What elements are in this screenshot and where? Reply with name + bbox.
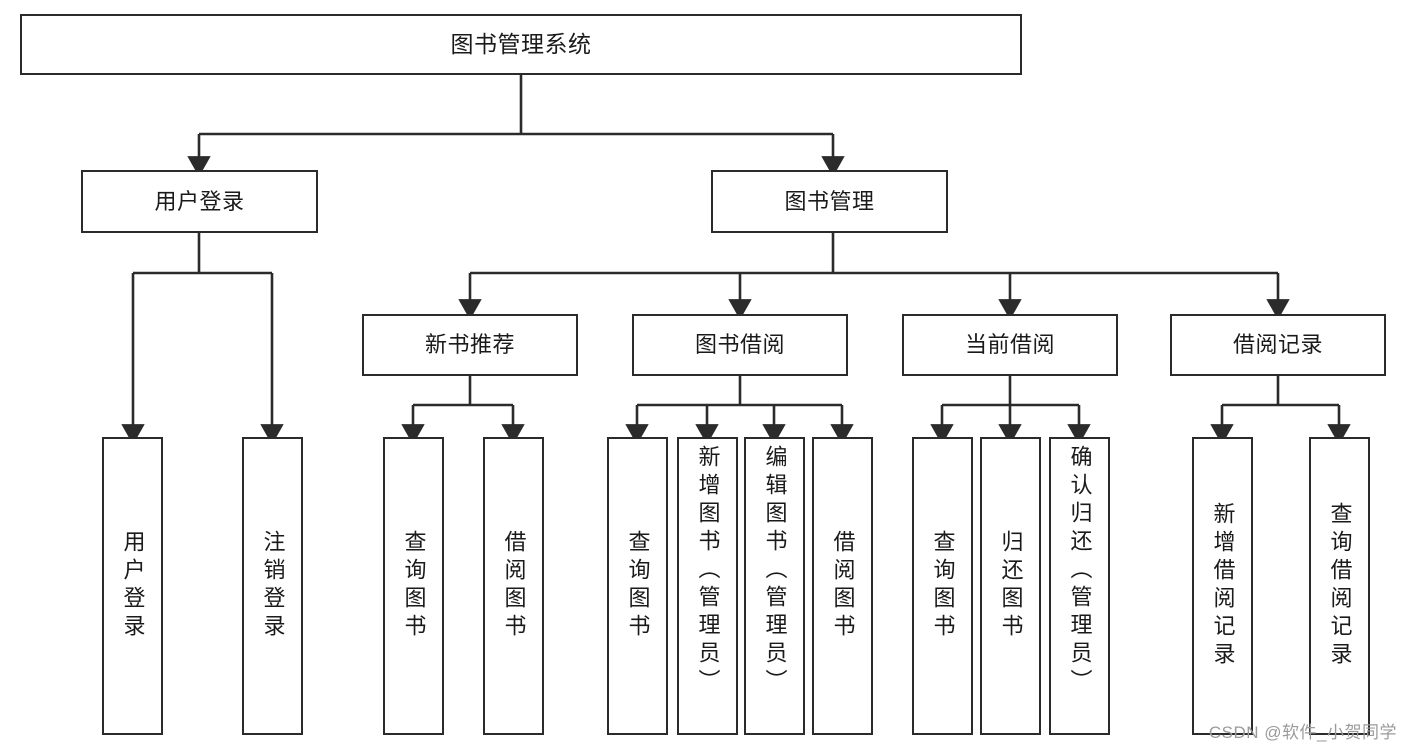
node-current-borrow[interactable]: 当前借阅	[902, 314, 1118, 376]
leaf-user-login-login[interactable]: 用户登录	[102, 437, 163, 735]
node-new-book-recommend[interactable]: 新书推荐	[362, 314, 578, 376]
node-label: 借阅图书	[501, 530, 527, 642]
leaf-book-borrow-borrow[interactable]: 借阅图书	[812, 437, 873, 735]
node-label: 查询图书	[401, 530, 427, 642]
node-label: 新书推荐	[424, 332, 515, 358]
node-label: 用户登录	[120, 530, 146, 642]
node-book-management[interactable]: 图书管理	[711, 170, 948, 233]
leaf-book-borrow-query[interactable]: 查询图书	[607, 437, 668, 735]
leaf-current-borrow-query[interactable]: 查询图书	[912, 437, 973, 735]
leaf-book-borrow-add[interactable]: 新增图书（管理员）	[677, 437, 738, 735]
watermark-text: CSDN @软件_小贺同学	[1208, 723, 1397, 742]
node-label: 查询图书	[625, 530, 651, 642]
node-label: 编辑图书（管理员）	[762, 445, 788, 697]
leaf-new-book-borrow[interactable]: 借阅图书	[483, 437, 544, 735]
leaf-borrow-record-query[interactable]: 查询借阅记录	[1309, 437, 1370, 735]
leaf-new-book-query[interactable]: 查询图书	[383, 437, 444, 735]
node-label: 用户登录	[154, 188, 245, 214]
node-book-borrow[interactable]: 图书借阅	[632, 314, 848, 376]
node-label: 图书管理	[784, 188, 875, 214]
leaf-current-borrow-confirm-return[interactable]: 确认归还（管理员）	[1049, 437, 1110, 735]
node-label: 当前借阅	[964, 332, 1055, 358]
node-label: 注销登录	[260, 530, 286, 642]
node-label: 查询图书	[930, 530, 956, 642]
node-label: 归还图书	[998, 530, 1024, 642]
node-label: 新增图书（管理员）	[695, 445, 721, 697]
node-label: 借阅记录	[1232, 332, 1323, 358]
node-label: 新增借阅记录	[1210, 502, 1236, 670]
node-borrow-record[interactable]: 借阅记录	[1170, 314, 1386, 376]
node-user-login[interactable]: 用户登录	[81, 170, 318, 233]
leaf-borrow-record-add[interactable]: 新增借阅记录	[1192, 437, 1253, 735]
node-root-system[interactable]: 图书管理系统	[20, 14, 1022, 75]
node-label: 图书借阅	[694, 332, 785, 358]
leaf-current-borrow-return[interactable]: 归还图书	[980, 437, 1041, 735]
node-label: 图书管理系统	[450, 30, 592, 57]
leaf-user-login-logout[interactable]: 注销登录	[242, 437, 303, 735]
node-label: 借阅图书	[830, 530, 856, 642]
node-label: 确认归还（管理员）	[1067, 445, 1093, 697]
leaf-book-borrow-edit[interactable]: 编辑图书（管理员）	[744, 437, 805, 735]
node-label: 查询借阅记录	[1327, 502, 1353, 670]
